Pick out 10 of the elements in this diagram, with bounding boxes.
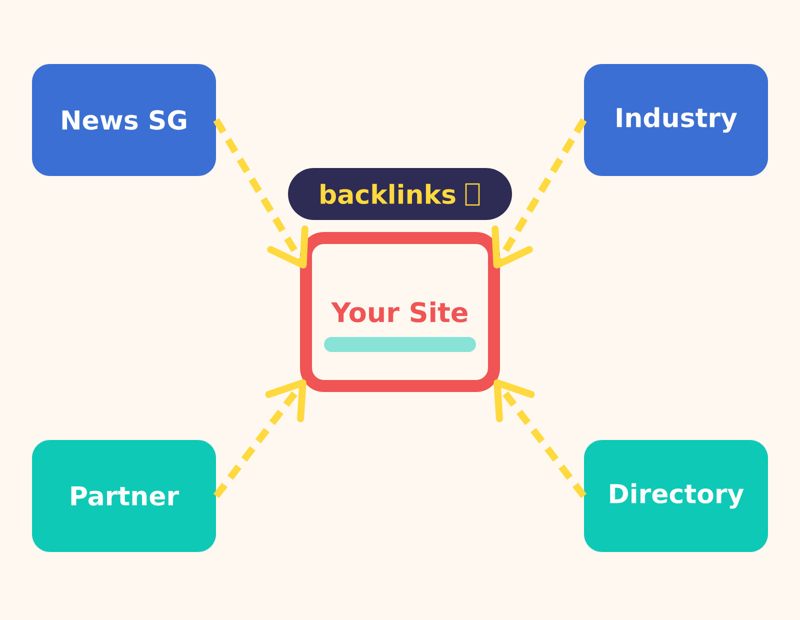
source-box: Partner [32,440,216,552]
label-pill: backlinks [288,168,512,220]
target-box: Your Site [300,232,500,392]
dashed-arrow [213,118,308,268]
source-box: Industry [584,64,768,176]
source-box: Directory [584,440,768,552]
dashed-arrow [494,379,587,498]
source-box: News SG [32,64,216,176]
dashed-arrow [492,118,587,268]
dashed-arrow [213,379,306,498]
